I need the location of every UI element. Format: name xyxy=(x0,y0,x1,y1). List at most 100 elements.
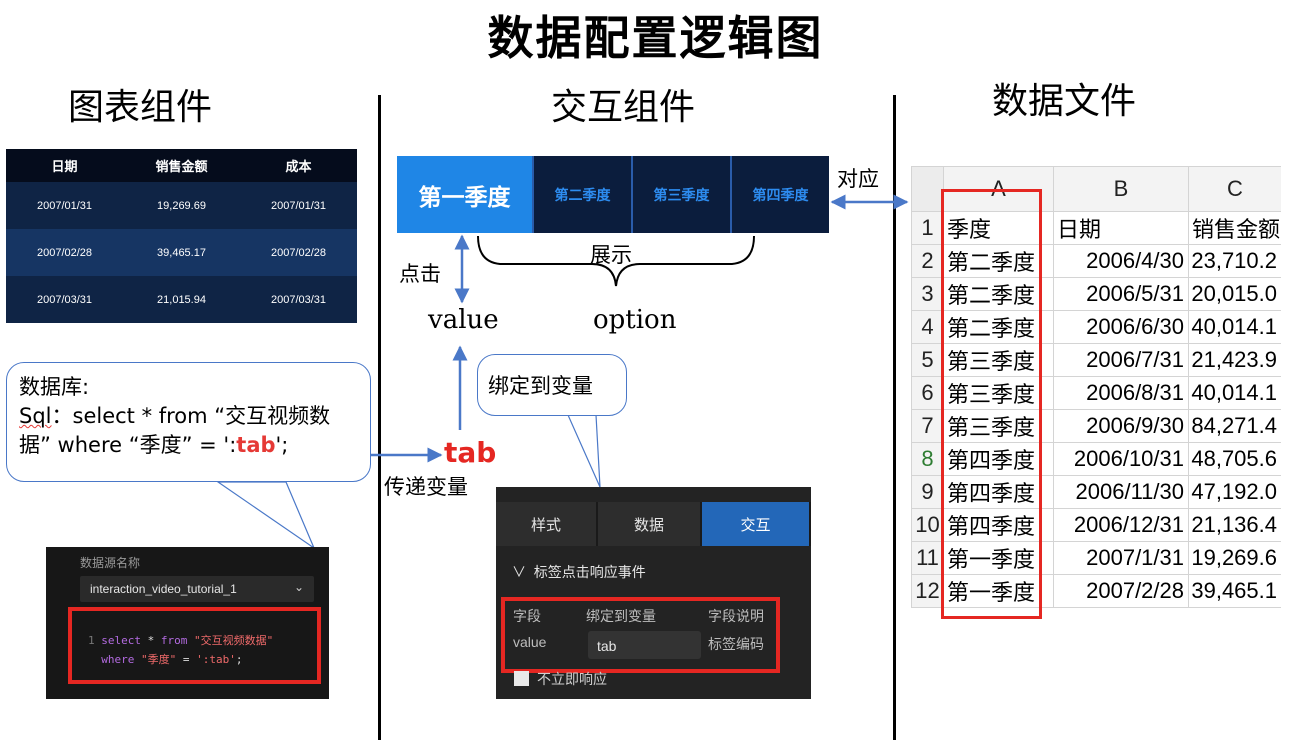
tab-season-4[interactable]: 第四季度 xyxy=(730,156,829,233)
section-title-chart: 图表组件 xyxy=(68,87,213,128)
cell-date[interactable]: 2006/4/30 xyxy=(1053,244,1189,278)
callout-db-line3: 据” where “季度” = ':tab'; xyxy=(19,431,358,460)
checkbox-box[interactable] xyxy=(514,671,529,686)
column-header-b[interactable]: B xyxy=(1053,166,1189,212)
cell-date[interactable]: 2006/5/31 xyxy=(1053,277,1189,311)
sql-variable: tab xyxy=(236,433,276,457)
cell-amount[interactable]: 19,269.6 xyxy=(1188,541,1281,575)
section-title-datafile: 数据文件 xyxy=(992,81,1137,122)
label-click: 点击 xyxy=(399,262,441,286)
col-desc: 字段说明 xyxy=(708,608,764,624)
row-number[interactable]: 7 xyxy=(911,409,944,443)
callout-db-line2: Sql：select * from “交互视频数 xyxy=(19,402,358,431)
callout-db-line1: 数据库: xyxy=(19,375,90,399)
row-number[interactable]: 1 xyxy=(911,211,944,245)
code-line-2: where "季度" = ':tab'; xyxy=(88,650,317,669)
cell-season[interactable]: 第二季度 xyxy=(943,244,1054,278)
sql-text-2: 据” where “季度” = ': xyxy=(19,433,237,457)
code-line-1: 1 select * from "交互视频数据" xyxy=(88,631,317,650)
tab-season-2[interactable]: 第二季度 xyxy=(532,156,631,233)
table-cell: 2007/02/28 xyxy=(36,246,93,259)
cell-season[interactable]: 季度 xyxy=(943,211,1054,245)
cell-date[interactable]: 2006/7/31 xyxy=(1053,343,1189,377)
cell-date[interactable]: 2006/11/30 xyxy=(1053,475,1189,509)
cell-date[interactable]: 2006/10/31 xyxy=(1053,442,1189,476)
cell-amount[interactable]: 39,465.1 xyxy=(1188,574,1281,608)
row-number[interactable]: 10 xyxy=(911,508,944,542)
code-text: ; xyxy=(235,653,243,666)
cell-season[interactable]: 第一季度 xyxy=(943,574,1054,608)
sql-code-editor[interactable]: 1 select * from "交互视频数据" where "季度" = ':… xyxy=(68,607,321,684)
interaction-settings-panel: 样式 数据 交互 ∨ 标签点击响应事件 字段 绑定到变量 字段说明 value … xyxy=(496,487,811,699)
row-number[interactable]: 11 xyxy=(911,541,944,575)
table-cell: 2007/01/31 xyxy=(36,199,93,212)
divider-left xyxy=(378,95,381,740)
header-cell: 销售金额 xyxy=(155,159,208,174)
row-number[interactable]: 8 xyxy=(911,442,944,476)
cell-amount[interactable]: 48,705.6 xyxy=(1188,442,1281,476)
cell-date[interactable]: 2006/6/30 xyxy=(1053,310,1189,344)
bind-variable-input[interactable]: tab xyxy=(588,631,701,659)
cell-date[interactable]: 2006/8/31 xyxy=(1053,376,1189,410)
code-keyword: select xyxy=(101,634,141,647)
tab-season-3[interactable]: 第三季度 xyxy=(631,156,730,233)
row-number[interactable]: 9 xyxy=(911,475,944,509)
cell-amount[interactable]: 40,014.1 xyxy=(1188,376,1281,410)
cell-season[interactable]: 第二季度 xyxy=(943,310,1054,344)
cell-amount[interactable]: 23,710.2 xyxy=(1188,244,1281,278)
tab-data[interactable]: 数据 xyxy=(598,502,702,546)
col-bind: 绑定到变量 xyxy=(586,608,656,624)
datasource-value: interaction_video_tutorial_1 xyxy=(90,582,237,596)
tab-season-1[interactable]: 第一季度 xyxy=(397,156,532,233)
callout-database: 数据库: Sql：select * from “交互视频数 据” where “… xyxy=(6,362,371,482)
select-all-corner[interactable] xyxy=(911,166,944,212)
row-number[interactable]: 12 xyxy=(911,574,944,608)
cell-date[interactable]: 2006/9/30 xyxy=(1053,409,1189,443)
row-number[interactable]: 6 xyxy=(911,376,944,410)
label-option: option xyxy=(593,305,677,335)
callout-bind-variable: 绑定到变量 xyxy=(477,354,627,416)
no-immediate-checkbox[interactable]: 不立即响应 xyxy=(514,669,607,689)
cell-amount[interactable]: 84,271.4 xyxy=(1188,409,1281,443)
cell-amount[interactable]: 47,192.0 xyxy=(1188,475,1281,509)
table-cell: 2007/03/31 xyxy=(270,293,327,306)
cell-amount[interactable]: 销售金额 xyxy=(1188,211,1281,245)
cell-date[interactable]: 2007/1/31 xyxy=(1053,541,1189,575)
section-title: 标签点击响应事件 xyxy=(533,564,646,580)
row-number[interactable]: 5 xyxy=(911,343,944,377)
cell-date[interactable]: 2006/12/31 xyxy=(1053,508,1189,542)
cell-amount[interactable]: 21,136.4 xyxy=(1188,508,1281,542)
section-header[interactable]: ∨ 标签点击响应事件 xyxy=(512,562,646,582)
section-title-interaction: 交互组件 xyxy=(551,87,696,128)
tab-interaction[interactable]: 交互 xyxy=(702,502,811,546)
cell-amount[interactable]: 40,014.1 xyxy=(1188,310,1281,344)
row-number[interactable]: 4 xyxy=(911,310,944,344)
code-keyword: from xyxy=(160,634,188,647)
cell-season[interactable]: 第四季度 xyxy=(943,508,1054,542)
cell-season[interactable]: 第三季度 xyxy=(943,343,1054,377)
cell-date[interactable]: 日期 xyxy=(1053,211,1189,245)
table-cell: 2007/01/31 xyxy=(270,199,327,212)
cell-date[interactable]: 2007/2/28 xyxy=(1053,574,1189,608)
column-header-c[interactable]: C xyxy=(1188,166,1281,212)
label-pass-variable: 传递变量 xyxy=(384,475,468,499)
label-display: 展示 xyxy=(590,243,632,267)
label-tab-variable: tab xyxy=(444,436,497,469)
callout-bind-tail xyxy=(567,414,601,488)
row-number[interactable]: 2 xyxy=(911,244,944,278)
datasource-select[interactable]: interaction_video_tutorial_1 ⌄ xyxy=(80,576,314,602)
cell-amount[interactable]: 20,015.0 xyxy=(1188,277,1281,311)
sql-panel: 数据源名称 interaction_video_tutorial_1 ⌄ 1 s… xyxy=(46,547,329,699)
code-string: "季度" xyxy=(141,653,177,666)
row-number[interactable]: 3 xyxy=(911,277,944,311)
tab-style[interactable]: 样式 xyxy=(496,502,598,546)
cell-amount[interactable]: 21,423.9 xyxy=(1188,343,1281,377)
